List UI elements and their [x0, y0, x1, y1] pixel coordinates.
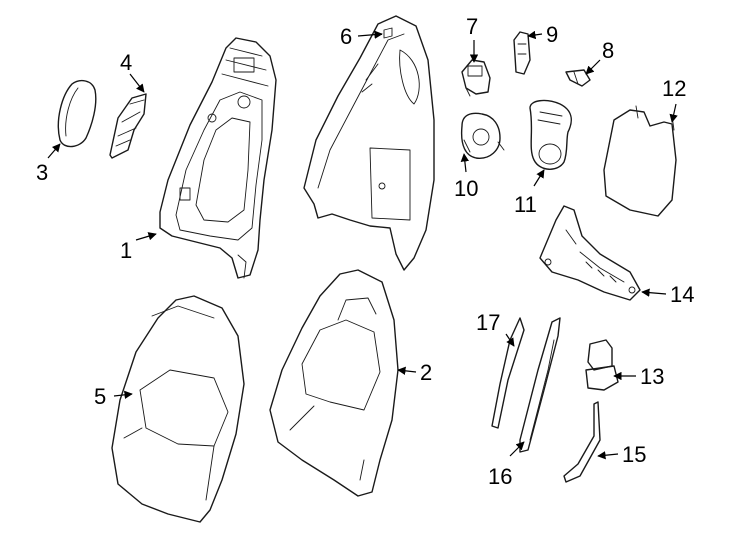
callout-6: 6 — [340, 24, 352, 49]
callout-15: 15 — [622, 442, 646, 467]
part-7-clip — [461, 59, 491, 97]
part-5-seatback-cover — [111, 295, 245, 523]
part-6-seatback-shell — [303, 15, 435, 271]
callout-16: 16 — [488, 464, 512, 489]
part-10-round-cover — [460, 112, 505, 159]
part-17-trim-strip — [491, 317, 525, 429]
callout-14: 14 — [670, 282, 694, 307]
callout-17: 17 — [476, 310, 500, 335]
callout-3: 3 — [36, 160, 48, 185]
callout-1: 1 — [120, 238, 132, 263]
callout-11: 11 — [514, 192, 537, 217]
callout-13: 13 — [640, 364, 664, 389]
part-2-seatback-cover-rear — [269, 269, 399, 497]
callout-12: 12 — [662, 76, 686, 101]
part-8-push-pin — [565, 69, 591, 87]
callout-4: 4 — [120, 50, 132, 75]
part-3-headrest-pad — [57, 79, 97, 148]
part-14-side-bracket — [539, 205, 641, 301]
callout-9: 9 — [546, 22, 558, 47]
part-12-pad — [603, 105, 677, 217]
part-15-wire-hook — [563, 401, 601, 483]
callout-8: 8 — [602, 38, 614, 63]
callout-labels: 1 2 3 4 5 6 7 8 9 10 11 12 13 14 15 16 1… — [36, 14, 694, 489]
part-9-latch — [513, 31, 531, 75]
part-16-long-strip — [519, 317, 561, 453]
part-4-trim-bracket — [109, 93, 147, 159]
callout-5: 5 — [94, 384, 106, 409]
part-1-seatback-frame — [159, 37, 277, 279]
callout-7: 7 — [466, 14, 478, 39]
callout-10: 10 — [454, 176, 478, 201]
callout-2: 2 — [420, 360, 432, 385]
part-13-knob — [585, 339, 619, 391]
callout-leaders — [47, 30, 678, 460]
part-11-escutcheon — [529, 99, 572, 170]
